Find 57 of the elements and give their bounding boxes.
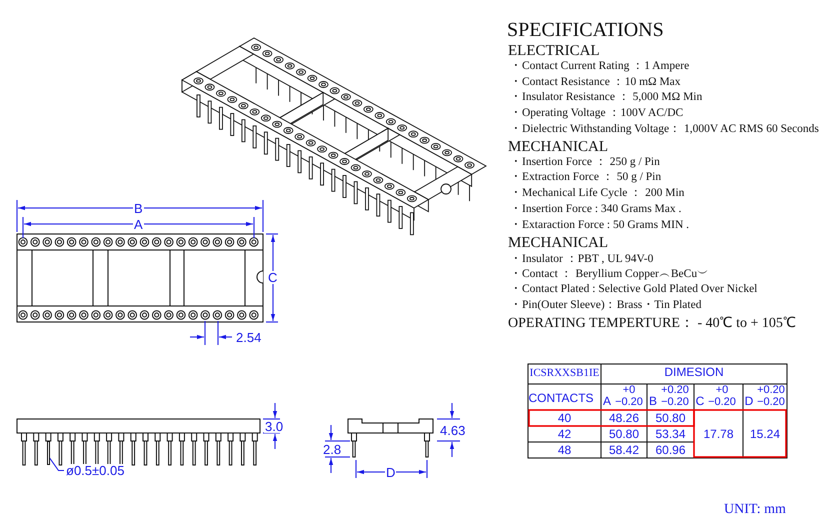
table-header: CONTACTS [528,392,594,404]
section-heading: MECHANICAL [508,236,608,251]
table-cell-text: 50.80 [654,412,687,424]
spec-text: ・Insertion Force : 340 Grams Max . [510,204,682,216]
table-header: −0.20 [707,397,737,408]
spec-text: ・Extaraction Force : 50 Grams MIN . [510,220,690,232]
dimension-label: 2.54 [235,331,262,344]
table-header: ICSRXXSB1IE [528,368,600,379]
table-header: C [695,395,705,407]
table-header: +0 [714,385,730,396]
table-header: +0.20 [660,385,690,396]
spec-text: OPERATING TEMPERTURE： - 40℃ to + 105℃ [508,317,796,331]
table-cell-text: 58.42 [608,444,640,456]
dimension-label: ø0.5±0.05 [65,464,126,477]
table-header: D [744,395,754,407]
spec-text: ・Dielectric Withstanding Voltage： 1,000V AC RMS 60 Seconds [510,124,819,136]
spec-text: ・Operating Voltage ：100V AC/DC [510,108,684,120]
table-cell-text: 40 [556,412,572,424]
dimension-label: 2.8 [322,443,342,456]
table-cell-text: 15.24 [748,428,782,440]
spec-text: ・Contact Current Rating ：1 Ampere [510,61,690,72]
unit-note: UNIT: mm [724,503,786,517]
section-heading: ELECTRICAL [508,44,600,59]
section-heading: MECHANICAL [508,140,608,155]
spec-text: ・Extraction Force ： 50 g / Pin [510,172,662,184]
table-header: A [602,395,612,407]
dimension-label: B [133,202,144,215]
spec-text: ・Insulator ：PBT , UL 94V-0 [510,254,654,266]
table-header: +0.20 [756,385,786,396]
table-cell-text: 48.26 [608,412,640,424]
spec-text: ・Insertion Force ： 250 g / Pin [510,157,660,168]
table-cell-text: 53.34 [654,428,687,440]
dimension-label: 4.63 [439,424,466,437]
spec-text: ・Contact Resistance ：10 mΩ Max [510,77,681,88]
dimension-label: 3.0 [264,420,284,433]
table-header: −0.20 [660,397,690,408]
spec-title: SPECIFICATIONS [507,20,664,40]
table-header: DIMESION [663,366,725,378]
table-header: B [648,395,658,407]
spec-text: ・Insulator Resistance ： 5,000 MΩ Min [510,92,702,104]
table-cell-text: 50.80 [608,428,640,440]
dimension-label: C [267,271,278,284]
leader-line [49,457,64,471]
spec-text: ・Contact Plated : Selective Gold Plated Over Nickel [510,284,758,296]
spec-text: ・Contact ： Beryllium Copper︵BeCu︶ [510,269,710,280]
pin-bar [46,441,50,465]
spec-text: ・Pin(Outer Sleeve)：Brass・Tin Plated [510,300,702,312]
spec-text: ・Mechanical Life Cycle ： 200 Min [510,188,684,200]
table-cell-text: 17.78 [702,428,735,440]
dimension-label: A [133,218,144,231]
table-cell-text: 60.96 [654,444,687,456]
table-cell-text: 42 [556,428,572,440]
dimension-label: D [385,466,396,479]
table-header: +0 [622,385,636,396]
table-cell-text: 48 [556,444,572,456]
table-header: −0.20 [756,397,786,408]
table-header: −0.20 [614,397,644,408]
